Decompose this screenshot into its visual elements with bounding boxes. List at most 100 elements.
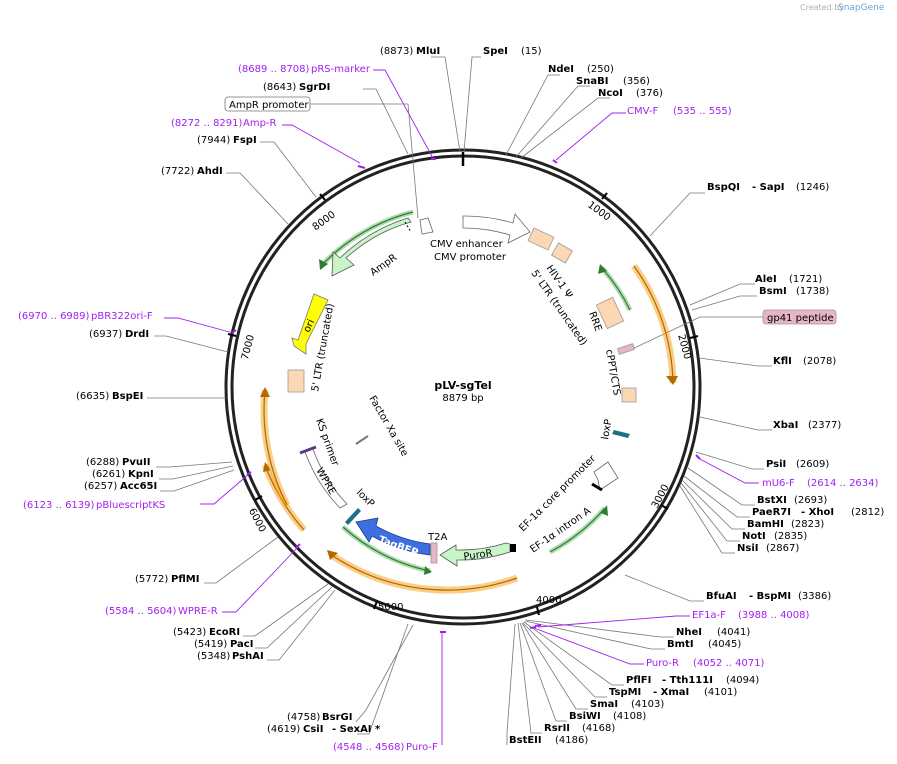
site-nsii-pos: (2867) — [766, 543, 799, 554]
site-bspqi[interactable]: BspQI — [707, 182, 740, 193]
cppt-label: cPPT/CTS — [603, 349, 622, 397]
site-pshai[interactable]: PshAI — [232, 651, 264, 662]
factor-xa-label: Factor Xa site — [366, 394, 410, 458]
ampr-arrow[interactable] — [331, 217, 412, 277]
restriction-sites: (8873) MluI SpeI (15) NdeI (250) SnaBI (… — [76, 46, 884, 746]
site-bspei[interactable]: BspEI — [112, 391, 143, 402]
site-paer7i[interactable]: PaeR7I — [752, 507, 791, 518]
puror-arrow[interactable] — [439, 542, 511, 567]
site-nsii[interactable]: NsiI — [737, 543, 758, 554]
primer-pbluescriptks[interactable]: pBluescriptKS — [96, 500, 165, 511]
primer-prs-marker-range: (8689 .. 8708) — [238, 64, 310, 75]
site-fspi[interactable]: FspI — [233, 135, 257, 146]
site-bspmi[interactable]: - BspMI — [749, 591, 791, 602]
ltr-left-box[interactable] — [287, 369, 305, 393]
site-xbai[interactable]: XbaI — [773, 420, 798, 431]
site-spei[interactable]: SpeI — [483, 46, 508, 57]
site-tth111i[interactable]: - Tth111I — [662, 675, 713, 686]
site-drdi[interactable]: DrdI — [125, 329, 149, 340]
site-xmai[interactable]: - XmaI — [653, 687, 689, 698]
gp41-peptide-tag[interactable]: gp41 peptide — [762, 309, 837, 325]
site-pvuii[interactable]: PvuII — [122, 457, 150, 468]
site-tspmi[interactable]: TspMI — [609, 687, 641, 698]
primer-cmv-f-range: (535 .. 555) — [673, 106, 732, 117]
site-smai[interactable]: SmaI — [590, 699, 618, 710]
ef1a-promoter-arrow[interactable] — [593, 461, 619, 491]
tagbfp-arrow[interactable] — [355, 517, 431, 556]
site-paci-pos: (5419) — [194, 639, 227, 650]
cppt-box[interactable] — [621, 387, 637, 403]
site-xbai-pos: (2377) — [808, 420, 841, 431]
primer-mu6-f-range: (2614 .. 2634) — [807, 478, 879, 489]
site-bamhi[interactable]: BamHI — [747, 519, 784, 530]
site-sapi[interactable]: - SapI — [752, 182, 784, 193]
site-pflfi-pos: (4094) — [726, 675, 759, 686]
primer-puro-f-range: (4548 .. 4568) — [333, 742, 405, 753]
site-leader-lines — [147, 56, 772, 745]
ltr-box-2[interactable] — [551, 242, 573, 264]
factor-xa-mark[interactable] — [355, 435, 369, 445]
site-ndei[interactable]: NdeI — [548, 64, 574, 75]
primer-wpre-r[interactable]: WPRE-R — [178, 606, 218, 617]
site-bspei-pos: (6635) — [76, 391, 109, 402]
site-fspi-pos: (7944) — [197, 135, 230, 146]
site-snabi[interactable]: SnaBI — [576, 76, 608, 87]
primer-amp-r-range: (8272 .. 8291) — [171, 118, 243, 129]
rre-box[interactable] — [595, 296, 625, 330]
ampr-promoter-tag[interactable]: AmpR promoter — [224, 96, 311, 112]
site-bsrgi[interactable]: BsrGI — [322, 712, 352, 723]
site-csii[interactable]: CsiI — [303, 724, 323, 735]
site-kpni[interactable]: KpnI — [128, 469, 154, 480]
loxp-left-arrow[interactable] — [345, 508, 361, 525]
primer-puro-r[interactable]: Puro-R — [646, 658, 679, 669]
ampr-label: AmpR — [368, 252, 399, 278]
primer-cmv-f[interactable]: CMV-F — [627, 106, 658, 117]
site-bsmi[interactable]: BsmI — [759, 286, 787, 297]
site-pflfi[interactable]: PflFI — [626, 675, 651, 686]
cmv-enhancer-arrow[interactable] — [462, 213, 531, 244]
site-bstxi[interactable]: BstXI — [757, 495, 787, 506]
site-csii-pos: (4619) — [267, 724, 300, 735]
site-pflmi[interactable]: PflMI — [171, 574, 199, 585]
primer-leader-lines — [164, 69, 759, 745]
site-ecori[interactable]: EcoRI — [209, 627, 240, 638]
site-psii[interactable]: PsiI — [766, 459, 786, 470]
site-sexai[interactable]: - SexAI * — [332, 724, 381, 735]
site-bfuai[interactable]: BfuAI — [706, 591, 737, 602]
site-ncoi[interactable]: NcoI — [598, 88, 623, 99]
site-bmti[interactable]: BmtI — [667, 639, 694, 650]
primer-pbr322ori-f[interactable]: pBR322ori-F — [91, 311, 153, 322]
gp41-peptide-label: gp41 peptide — [767, 313, 834, 324]
primer-ef1a-f[interactable]: EF1a-F — [692, 610, 726, 621]
gp41-box[interactable] — [616, 343, 636, 355]
primer-mu6-f[interactable]: mU6-F — [762, 478, 795, 489]
ampr-promoter-arrow[interactable] — [419, 217, 434, 235]
site-bsrgi-pos: (4758) — [287, 712, 320, 723]
site-bamhi-pos: (2823) — [791, 519, 824, 530]
site-bspqi-pos: (1246) — [796, 182, 829, 193]
ltr-box-1[interactable] — [527, 227, 555, 251]
site-smai-pos: (4103) — [631, 699, 664, 710]
site-nhei[interactable]: NheI — [676, 627, 702, 638]
site-alei[interactable]: AleI — [755, 274, 777, 285]
site-kfli-pos: (2078) — [803, 356, 836, 367]
site-xhoi[interactable]: - XhoI — [801, 507, 834, 518]
site-bsteii[interactable]: BstEII — [509, 735, 542, 746]
site-ahdi[interactable]: AhdI — [197, 166, 223, 177]
ks-primer-mark[interactable] — [299, 445, 317, 455]
site-noti[interactable]: NotI — [742, 531, 766, 542]
loxp-right-arrow[interactable] — [612, 430, 630, 438]
site-acc65i[interactable]: Acc65I — [120, 481, 157, 492]
site-rsrii[interactable]: RsrII — [544, 723, 570, 734]
site-sgrdi[interactable]: SgrDI — [299, 82, 330, 93]
primer-prs-marker[interactable]: pRS-marker — [311, 64, 371, 75]
site-kfli[interactable]: KflI — [773, 356, 792, 367]
primer-amp-r[interactable]: Amp-R — [243, 118, 277, 129]
site-paci[interactable]: PacI — [230, 639, 253, 650]
site-bsteii-pos: (4186) — [555, 735, 588, 746]
site-mlui[interactable]: MluI — [416, 46, 440, 57]
t2a-box[interactable] — [430, 542, 438, 564]
ori-arrow[interactable] — [291, 293, 329, 355]
primer-puro-f[interactable]: Puro-F — [406, 742, 438, 753]
site-bsiwi[interactable]: BsiWI — [569, 711, 601, 722]
